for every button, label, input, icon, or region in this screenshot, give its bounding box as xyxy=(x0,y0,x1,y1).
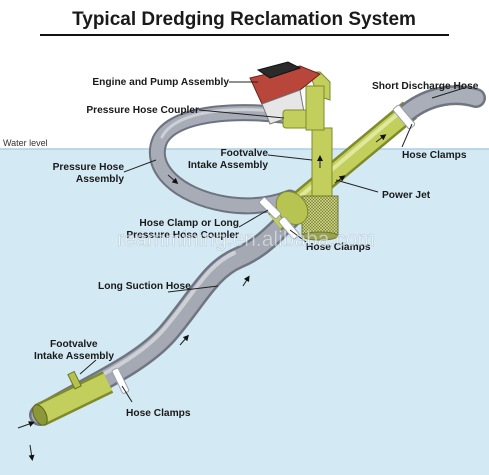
leader-hose-clamps-mid xyxy=(289,229,307,243)
label-short-discharge-hose: Short Discharge Hose xyxy=(372,81,479,92)
leader-footvalve-top xyxy=(267,154,313,161)
top-hose-clamp xyxy=(392,104,416,130)
pump-outlet-pipe xyxy=(305,85,325,131)
flow-arrow-discharge-1 xyxy=(334,175,346,184)
footvalve-strainer-base xyxy=(301,231,339,241)
label-hose-clamp-long-2: Pressure Hose Coupler xyxy=(126,230,239,241)
pressure-hose-coupler xyxy=(282,109,310,129)
diagram-title: Typical Dredging Reclamation System xyxy=(72,9,416,30)
bottom-intake-mouth xyxy=(32,404,48,426)
water-level-label: Water level xyxy=(3,138,48,148)
leader-short-discharge xyxy=(431,87,465,99)
leader-power-jet xyxy=(335,179,379,193)
watermark-text: reammining.en.alibaba.com xyxy=(117,228,375,251)
leader-pressure-hose-coupler xyxy=(198,109,285,119)
bottom-intake-pipe xyxy=(35,373,113,424)
label-pressure-hose-coupler: Pressure Hose Coupler xyxy=(86,105,199,116)
leader-pressure-hose-assembly xyxy=(123,159,157,173)
footvalve-strainer xyxy=(301,195,339,237)
flow-arrow-suction-2 xyxy=(242,275,250,287)
label-footvalve-bottom-1: Footvalve xyxy=(50,339,98,350)
label-hose-clamps-top: Hose Clamps xyxy=(402,150,467,161)
leader-long-suction-hose xyxy=(167,285,219,293)
pump-intake-pipe xyxy=(311,127,333,199)
label-hose-clamps-mid: Hose Clamps xyxy=(306,242,371,253)
flow-arrow-bottom xyxy=(28,444,35,461)
label-footvalve-top-2: Intake Assembly xyxy=(188,160,268,171)
label-hose-clamp-long-1: Hose Clamp or Long xyxy=(139,218,239,229)
label-pressure-hose-1: Pressure Hose xyxy=(53,162,125,173)
label-footvalve-top-1: Footvalve xyxy=(220,148,268,159)
label-engine-pump: Engine and Pump Assembly xyxy=(92,77,229,88)
leader-footvalve-bottom xyxy=(79,359,97,375)
leader-hose-clamp-long xyxy=(238,209,269,228)
label-footvalve-bottom-2: Intake Assembly xyxy=(34,351,114,362)
leader-hose-clamps-top xyxy=(401,123,413,148)
power-jet-body xyxy=(275,191,309,225)
label-power-jet: Power Jet xyxy=(382,190,431,201)
bottom-footvalve-stub xyxy=(67,370,82,390)
short-discharge-hose xyxy=(400,87,484,120)
label-pressure-hose-2: Assembly xyxy=(76,174,124,185)
engine-top-cover xyxy=(256,61,302,79)
leader-hose-clamps-bottom xyxy=(121,385,133,403)
flow-arrow-discharge-2 xyxy=(375,134,387,143)
label-long-suction-hose: Long Suction Hose xyxy=(98,281,191,292)
flow-arrow-pressure xyxy=(167,174,179,184)
flow-arrow-suction-1 xyxy=(179,334,189,346)
label-hose-clamps-bottom: Hose Clamps xyxy=(126,408,191,419)
flow-arrow-intake xyxy=(17,421,35,429)
